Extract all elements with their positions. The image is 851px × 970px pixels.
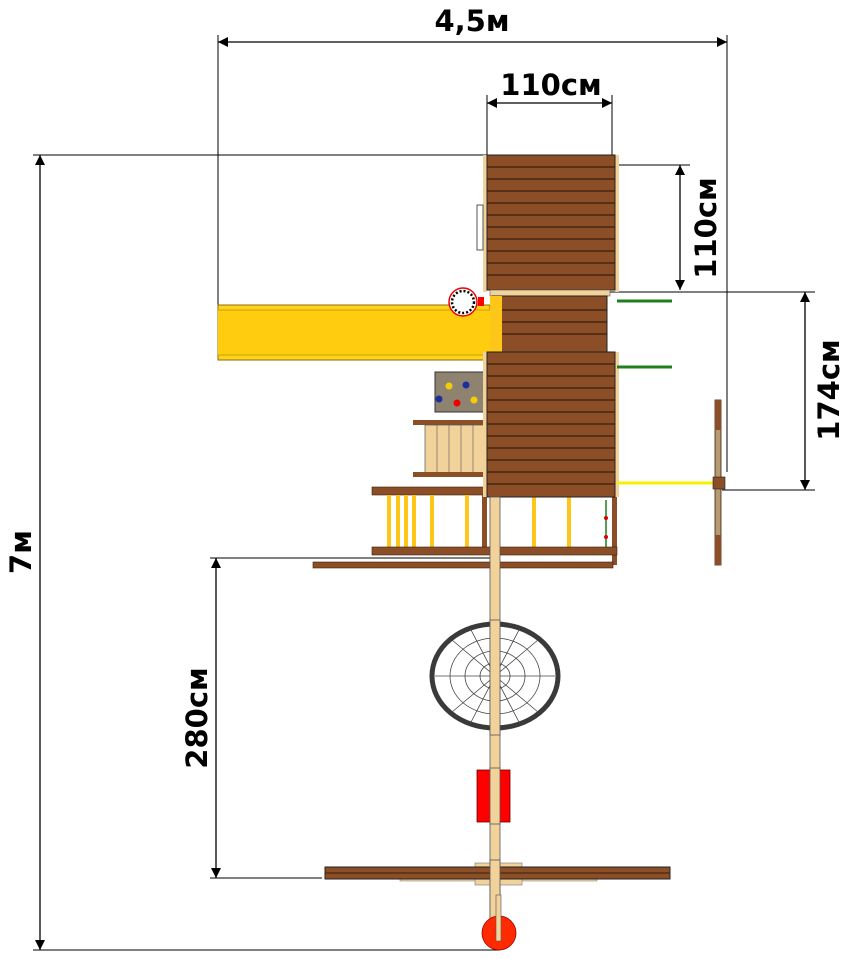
label-tower-width: 110см [500, 68, 601, 102]
a-frame-beam [324, 859, 671, 941]
tower-middle-deck [489, 289, 611, 353]
tower-lower-deck [483, 351, 619, 498]
slide [217, 304, 491, 361]
label-swing-offset: 174см [812, 339, 846, 440]
label-total-length: 7м [4, 530, 38, 574]
extension-lines [33, 35, 815, 951]
nest-swing [429, 619, 561, 736]
label-swing-beam-distance: 280см [180, 667, 214, 768]
playground-structure [217, 154, 726, 951]
tower-upper-deck [476, 154, 619, 292]
beige-panel [413, 420, 488, 477]
label-total-width: 4,5м [434, 4, 509, 38]
side-swing [617, 399, 726, 566]
seat-swing [476, 767, 511, 825]
label-tower-depth: 110см [689, 177, 723, 278]
climbing-wall [434, 371, 486, 413]
lower-frame [312, 486, 618, 569]
steering-wheel [448, 287, 484, 317]
